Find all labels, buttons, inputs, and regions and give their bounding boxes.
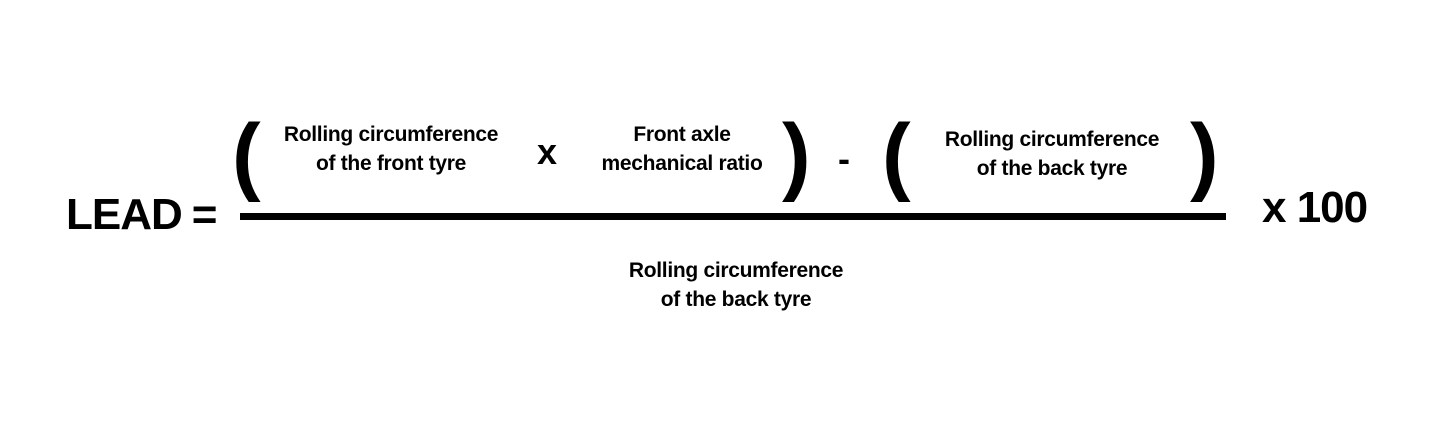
term-back-circumference-denominator: Rolling circumference of the back tyre (616, 256, 856, 314)
term-axle-ratio-line-2: mechanical ratio (601, 152, 763, 175)
term-front-circumference: Rolling circumference of the front tyre (272, 120, 510, 178)
close-paren-2: ) (1190, 107, 1219, 203)
times-operator: x (537, 131, 558, 172)
term-back-circumference-denominator-line-2: of the back tyre (660, 288, 812, 311)
fraction-bar (240, 213, 1226, 220)
term-back-circumference-denominator-line-1: Rolling circumference (628, 259, 844, 282)
term-back-circumference-numerator-line-2: of the back tyre (976, 157, 1128, 180)
open-paren-2: ( (882, 107, 911, 203)
term-front-circumference-line-1: Rolling circumference (283, 123, 499, 146)
term-axle-ratio: Front axle mechanical ratio (590, 120, 774, 178)
close-paren-1: ) (782, 107, 811, 203)
term-axle-ratio-line-1: Front axle (633, 123, 731, 146)
open-paren-1: ( (232, 107, 261, 203)
equals-sign: = (191, 190, 218, 239)
term-back-circumference-numerator-line-1: Rolling circumference (944, 128, 1160, 151)
minus-operator: - (838, 138, 850, 179)
term-front-circumference-line-2: of the front tyre (315, 152, 467, 175)
lead-label: LEAD (66, 190, 183, 239)
term-back-circumference-numerator: Rolling circumference of the back tyre (932, 125, 1172, 183)
multiplier: x 100 (1262, 183, 1368, 232)
formula-lhs: LEAD= (66, 190, 218, 240)
